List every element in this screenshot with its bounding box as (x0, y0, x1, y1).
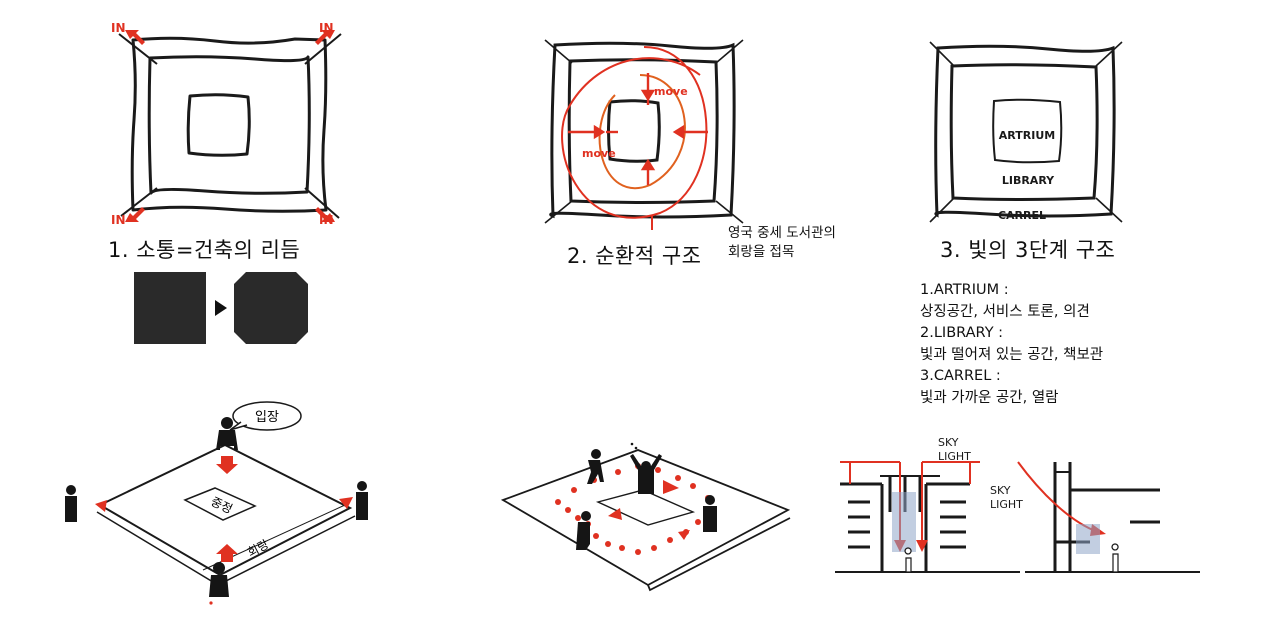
arrow-left-icon (672, 124, 685, 140)
circulation-loop (561, 46, 708, 219)
panel1-caption: 1. 소통=건축의 리듬 (108, 238, 301, 262)
entry-label: IN (319, 21, 334, 35)
arrow-down-icon (640, 89, 656, 102)
panel2-note-line: 영국 중세 도서관의 (728, 225, 836, 241)
plan-diagram-circulation: move move (544, 39, 744, 230)
arrow-icon (663, 480, 679, 494)
light-zone-legend: 1.ARTRIUM : 상징공간, 서비스 토론, 의견 2.LIBRARY :… (920, 280, 1103, 409)
entry-arrow-icon (315, 30, 335, 45)
outer-wall (130, 36, 328, 213)
person-icon (209, 562, 229, 597)
entry-label: IN (111, 21, 126, 35)
arrow-right-icon (593, 124, 606, 140)
skylight-label: LIGHT (938, 450, 971, 463)
circulation-perspective-sketch (500, 442, 791, 592)
legend-line: 빛과 가까운 공간, 열람 (920, 389, 1059, 406)
carrel-label: CARREL (998, 209, 1046, 222)
arrow-left-icon (339, 497, 353, 509)
legend-line: 빛과 떨어져 있는 공간, 책보관 (920, 346, 1104, 363)
arrow-icon (608, 508, 622, 520)
plan-diagram-rhythm: IN IN IN IN (111, 21, 342, 227)
section-sketch: SKY LIGHT SKY LIGHT (835, 436, 1200, 573)
play-arrow-icon (215, 300, 227, 316)
plaza-perspective-sketch: 입장 중정 회랑 (65, 401, 368, 605)
courtyard-label: 중정 (209, 494, 235, 516)
panel3-caption: 3. 빛의 3단계 구조 (940, 238, 1116, 262)
person-icon (904, 547, 912, 573)
entry-arrow-icon (315, 207, 335, 222)
speech-bubble: 입장 (229, 401, 302, 431)
skylight-label: LIGHT (990, 498, 1023, 511)
arrow-up-icon (216, 544, 238, 562)
legend-line: 1.ARTRIUM : (920, 282, 1009, 298)
arrow-icon (678, 530, 690, 540)
plan-diagram-light: ARTRIUM LIBRARY CARREL (929, 41, 1123, 223)
arrow-down-icon (216, 456, 238, 474)
speech-text: 입장 (255, 410, 279, 425)
arrow-up-icon (640, 158, 656, 171)
legend-line: 3.CARREL : (920, 368, 1001, 384)
person-icon (576, 511, 591, 550)
arrow-down-icon (916, 540, 928, 552)
square-shape (134, 272, 206, 344)
person-icon (216, 417, 238, 450)
person-icon (1111, 543, 1119, 573)
move-label: move (654, 85, 688, 98)
arrow-right-icon (95, 500, 107, 512)
panel2-note: 영국 중세 도서관의 회랑을 접목 (728, 224, 836, 262)
octagon-shape (234, 272, 308, 344)
person-icon (703, 495, 717, 532)
skylight-label: SKY (938, 436, 959, 449)
library-label: LIBRARY (1002, 174, 1055, 187)
panel2-caption: 2. 순환적 구조 (567, 244, 702, 268)
inner-wall (147, 55, 311, 195)
artrium-label: ARTRIUM (999, 129, 1055, 142)
legend-line: 2.LIBRARY : (920, 325, 1004, 341)
move-label: move (582, 147, 616, 160)
shape-transform-diagram (134, 272, 308, 344)
courtyard-wall (186, 93, 251, 157)
entry-arrow-icon (125, 30, 145, 45)
entry-label: IN (111, 213, 126, 227)
entry-label: IN (319, 213, 334, 227)
person-icon (356, 481, 368, 520)
legend-line: 상징공간, 서비스 토론, 의견 (920, 303, 1090, 320)
entry-arrow-icon (125, 207, 145, 222)
person-icon (65, 485, 77, 522)
skylight-label: SKY (990, 484, 1011, 497)
person-icon (587, 449, 604, 484)
panel2-note-line: 회랑을 접목 (728, 244, 795, 260)
person-icon (630, 454, 662, 494)
